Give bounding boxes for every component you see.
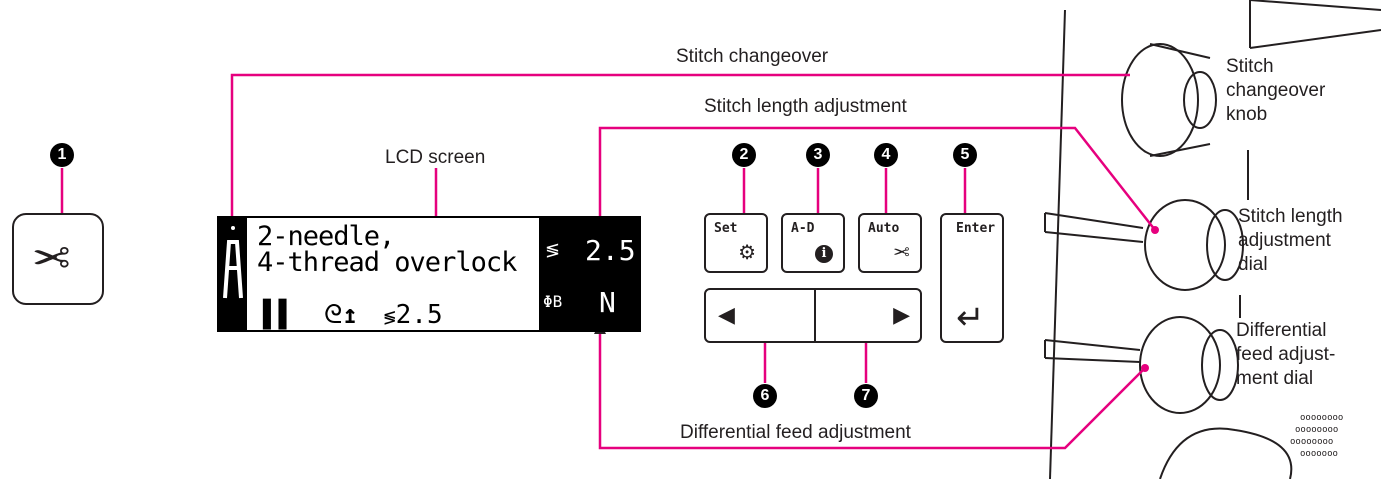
- label-diff-feed-dial-1: Differential: [1236, 320, 1327, 341]
- label-knob-line-1: Stitch: [1226, 56, 1274, 77]
- right-arrow-button[interactable]: ▶: [814, 290, 920, 341]
- lcd-stitch-length-value: 2.5: [585, 234, 636, 267]
- scissors-icon: ✂: [32, 232, 71, 284]
- ad-button[interactable]: A-D i: [781, 213, 845, 273]
- info-icon: i: [815, 245, 833, 263]
- thread-cutter-button[interactable]: ✂: [12, 213, 104, 305]
- label-diff-feed-dial-2: feed adjust-: [1236, 344, 1336, 365]
- lcd-line-2: 4-thread overlock: [257, 247, 517, 278]
- callout-1: 1: [50, 143, 74, 167]
- enter-button[interactable]: Enter ↵: [940, 213, 1004, 343]
- gear-icon: ⚙: [738, 242, 756, 264]
- lcd-line-1: 2-needle,: [257, 221, 395, 252]
- set-button[interactable]: Set ⚙: [704, 213, 768, 273]
- looper-icon: ᘓ: [323, 300, 343, 330]
- lcd-diff-feed-value: N: [599, 286, 616, 319]
- scissors-small-icon: ✂: [893, 242, 910, 264]
- callout-7: 7: [854, 384, 878, 408]
- lcd-left-bar: [219, 218, 247, 330]
- enter-icon: ↵: [956, 299, 985, 337]
- label-stitch-length-dial-3: dial: [1238, 254, 1268, 275]
- diff-feed-icon: ΦΒ: [543, 292, 563, 311]
- label-knob-line-3: knob: [1226, 104, 1268, 125]
- left-arrow-icon: ◀: [718, 302, 735, 327]
- lcd-screen: 2-needle, 4-thread overlock ▌▌ ᘓ↥ ≶2.5 ≶…: [217, 216, 641, 332]
- lcd-stitch-name: 2-needle, 4-thread overlock: [257, 221, 517, 278]
- label-diff-feed-dial-3: ment dial: [1236, 368, 1314, 389]
- callout-2: 2: [732, 143, 756, 167]
- label-stitch-changeover: Stitch changeover: [676, 46, 829, 67]
- callout-6: 6: [753, 384, 777, 408]
- label-stitch-length-dial-2: adjustment: [1238, 230, 1331, 251]
- label-lcd-screen: LCD screen: [385, 147, 486, 168]
- label-stitch-length-adjustment: Stitch length adjustment: [704, 96, 907, 117]
- thread-icon: ↥: [342, 300, 358, 330]
- left-arrow-button[interactable]: ◀: [706, 290, 816, 341]
- auto-button[interactable]: Auto ✂: [858, 213, 922, 273]
- enter-label: Enter: [956, 221, 996, 236]
- set-label: Set: [714, 221, 738, 236]
- label-knob-line-2: changeover: [1226, 80, 1326, 101]
- stitch-length-small-icon: ≶: [383, 304, 396, 328]
- lcd-right-panel: ≶ 2.5 ΦΒ N: [539, 218, 639, 330]
- auto-label: Auto: [868, 221, 900, 236]
- svg-text:oooooooo: oooooooo: [1295, 425, 1338, 435]
- callout-3: 3: [806, 143, 830, 167]
- arrow-button-bar: ◀ ▶: [704, 288, 922, 343]
- label-stitch-length-dial-1: Stitch length: [1238, 206, 1343, 227]
- right-arrow-icon: ▶: [893, 302, 910, 327]
- lcd-row3-value: 2.5: [395, 300, 443, 330]
- needle-icon: ▌▌: [263, 300, 295, 330]
- svg-text:oooooooo: oooooooo: [1290, 437, 1333, 447]
- stitch-indicator-icon: [223, 226, 243, 299]
- svg-text:ooooooo: ooooooo: [1300, 449, 1338, 459]
- callout-5: 5: [953, 143, 977, 167]
- svg-text:oooooooo: oooooooo: [1300, 413, 1343, 423]
- callout-4: 4: [874, 143, 898, 167]
- label-differential-feed-adjustment: Differential feed adjustment: [680, 422, 911, 443]
- ad-label: A-D: [791, 221, 815, 236]
- lcd-row-3: ▌▌ ᘓ↥ ≶2.5: [263, 300, 443, 331]
- stitch-length-icon: ≶: [545, 240, 561, 260]
